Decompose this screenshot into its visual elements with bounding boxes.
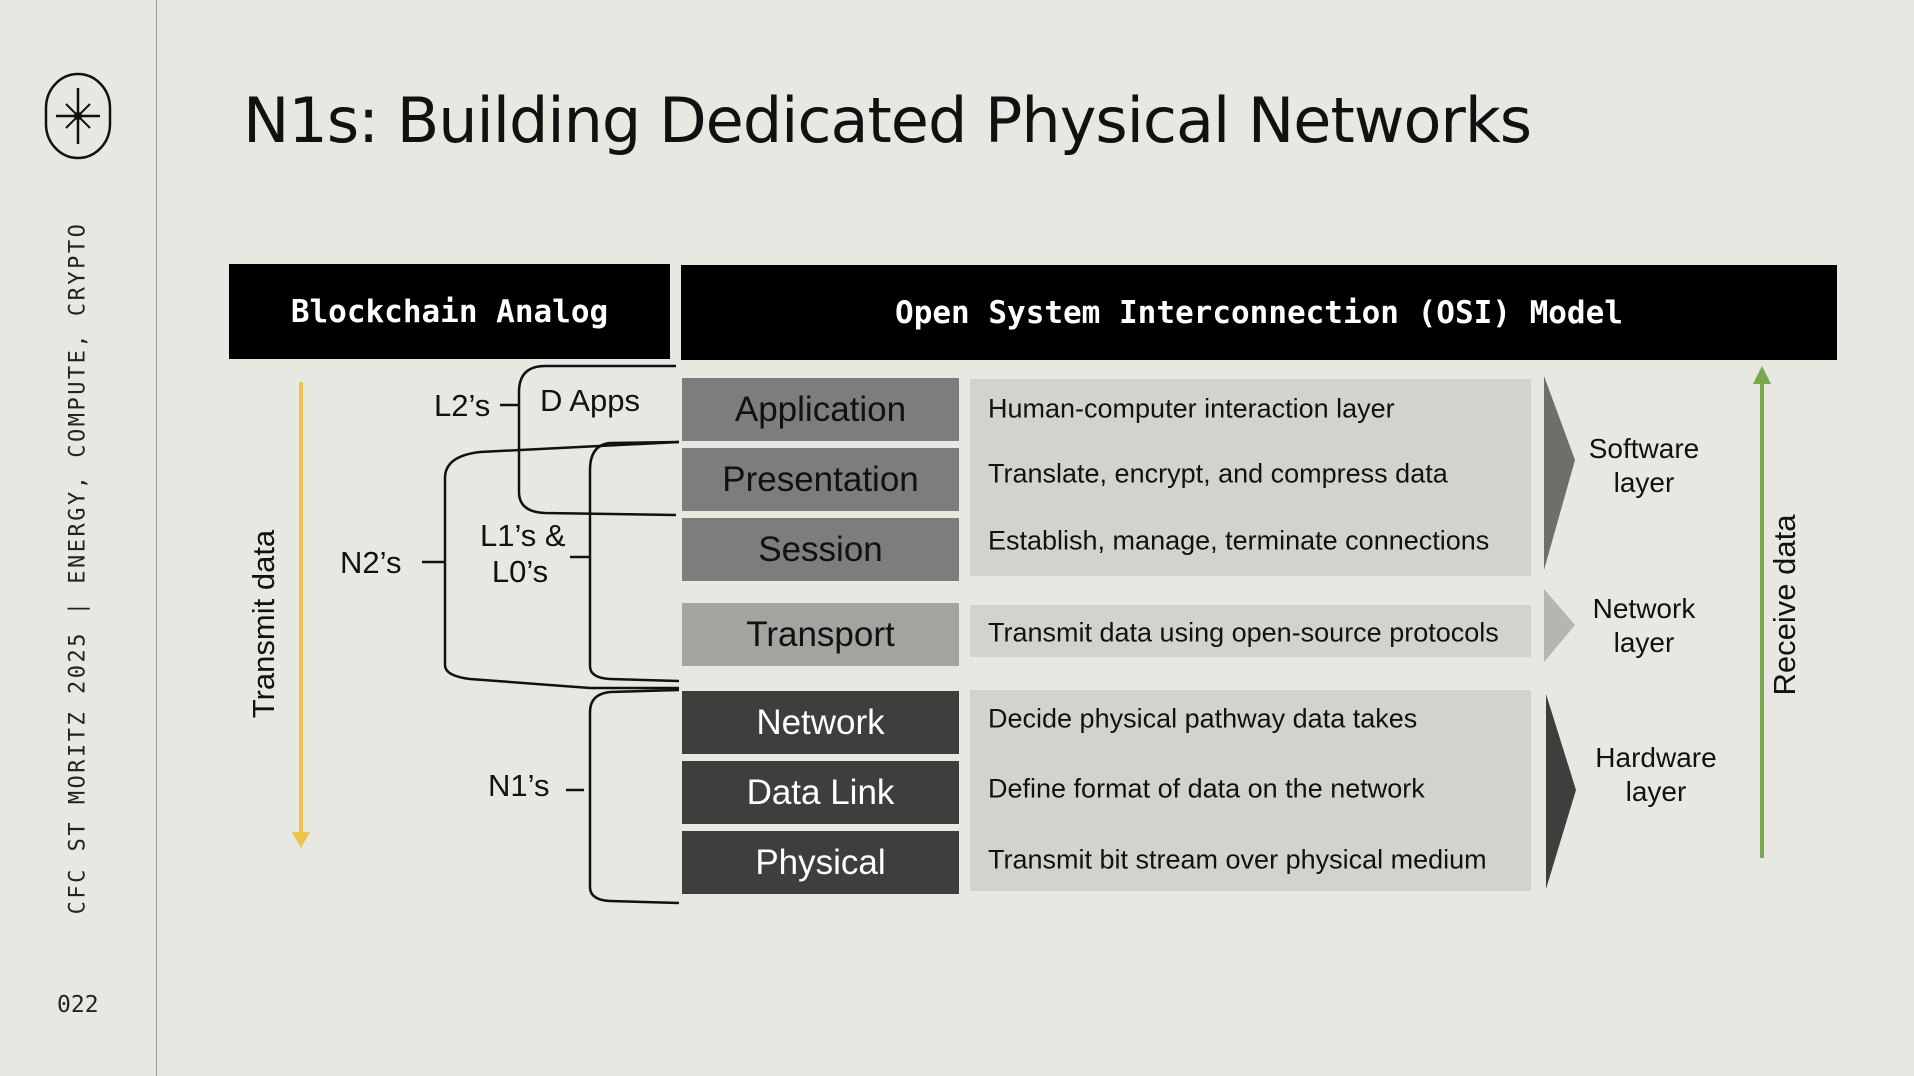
hardware-layer-text: Hardware layer [1595,742,1717,807]
network-layer-label: Network layer [1564,592,1724,660]
description-presentation: Translate, encrypt, and compress data [988,458,1448,489]
layer-physical: Physical [682,831,959,894]
osi-model-header: Open System Interconnection (OSI) Model [681,265,1837,360]
layer-data-link: Data Link [682,761,959,824]
blockchain-analog-header: Blockchain Analog [229,264,670,359]
layer-application: Application [682,378,959,441]
transmit-arrow [292,382,310,848]
n1-bracket [566,688,680,905]
l2-bracket [500,364,677,517]
software-layer-text: Software layer [1588,433,1700,498]
l2-label: L2’s [434,388,491,423]
description-transport: Transmit data using open-source protocol… [988,617,1499,648]
page-number: 022 [57,992,99,1018]
asterisk-compass-icon [44,72,112,160]
dapps-label: D Apps [540,383,640,418]
description-application: Human-computer interaction layer [988,393,1395,424]
receive-arrow [1753,366,1771,858]
transport-description-panel [970,605,1531,657]
l1-l0-label: L1’s & L0’s [480,518,566,590]
network-chevron [1544,589,1575,662]
layer-presentation: Presentation [682,448,959,511]
hardware-layer-label: Hardware layer [1576,741,1736,809]
sidebar: CFC ST MORITZ 2025 | ENERGY, COMPUTE, CR… [0,0,157,1076]
description-data-link: Define format of data on the network [988,773,1425,804]
l1-l0-bracket [570,440,680,683]
network-layer-text: Network layer [1592,593,1696,658]
description-network: Decide physical pathway data takes [988,703,1418,734]
l1-label: L1’s & [480,518,566,553]
software-layer-label: Software layer [1564,432,1724,500]
layer-transport: Transport [682,603,959,666]
description-physical: Transmit bit stream over physical medium [988,844,1487,875]
n1-label: N1’s [488,768,550,803]
l0-label: L0’s [491,554,549,589]
hardware-description-panel [970,690,1531,891]
layer-session: Session [682,518,959,581]
page-title: N1s: Building Dedicated Physical Network… [243,84,1532,157]
n2-bracket [422,440,680,690]
n2-label: N2’s [340,545,402,580]
hardware-chevron [1546,694,1576,889]
layer-network: Network [682,691,959,754]
software-chevron [1544,376,1575,570]
description-session: Establish, manage, terminate connections [988,525,1490,556]
software-description-panel [970,379,1531,576]
